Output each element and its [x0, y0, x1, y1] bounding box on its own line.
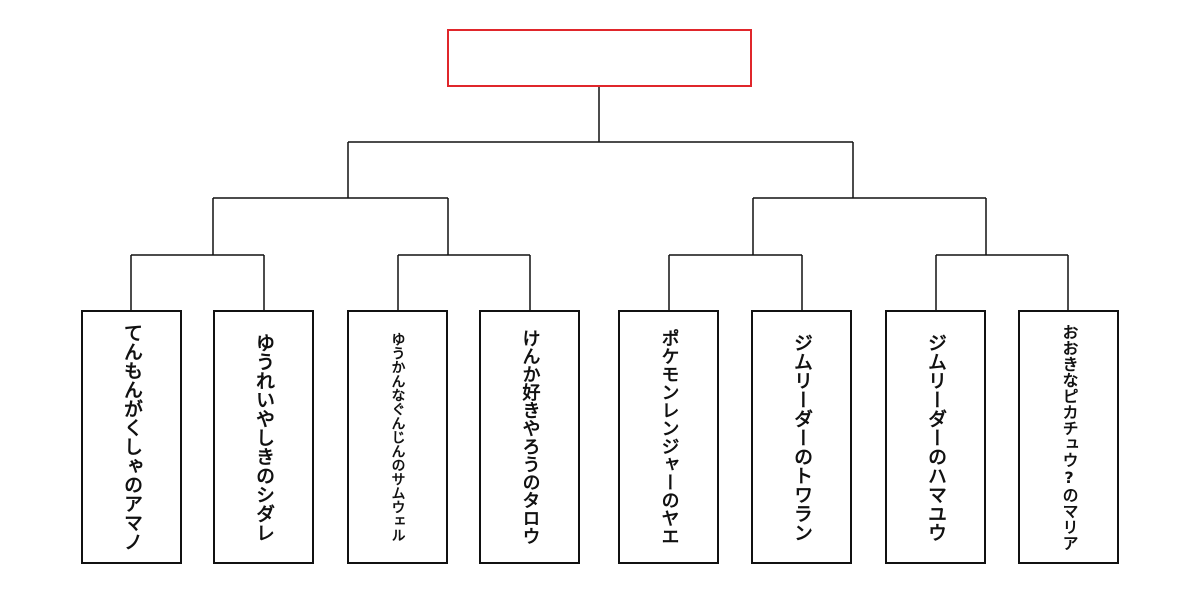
entry-name-5: ポケモンレンジャーのヤエ	[658, 329, 680, 545]
entry-name-6: ジムリーダーのトワラン	[791, 332, 813, 542]
entry-name-4: けんか好きやろうのタロウ	[519, 329, 541, 545]
entry-name-2: ゆうれいやしきのシダレ	[253, 332, 275, 542]
entry-name-1: てんもんがくしゃのアマノ	[121, 323, 143, 551]
entry-box-1: てんもんがくしゃのアマノ	[81, 310, 182, 564]
entry-box-3: ゆうかんなぐんじんのサムウェル	[347, 310, 448, 564]
entry-name-3: ゆうかんなぐんじんのサムウェル	[389, 332, 406, 542]
entry-name-8: おおきなピカチュウ?のマリア	[1059, 323, 1079, 551]
entry-box-5: ポケモンレンジャーのヤエ	[618, 310, 719, 564]
entry-box-4: けんか好きやろうのタロウ	[479, 310, 580, 564]
entry-box-2: ゆうれいやしきのシダレ	[213, 310, 314, 564]
entry-name-7: ジムリーダーのハマユウ	[925, 332, 947, 542]
entry-box-7: ジムリーダーのハマユウ	[885, 310, 986, 564]
entry-box-6: ジムリーダーのトワラン	[751, 310, 852, 564]
entry-box-8: おおきなピカチュウ?のマリア	[1018, 310, 1119, 564]
winner-box	[447, 29, 752, 87]
